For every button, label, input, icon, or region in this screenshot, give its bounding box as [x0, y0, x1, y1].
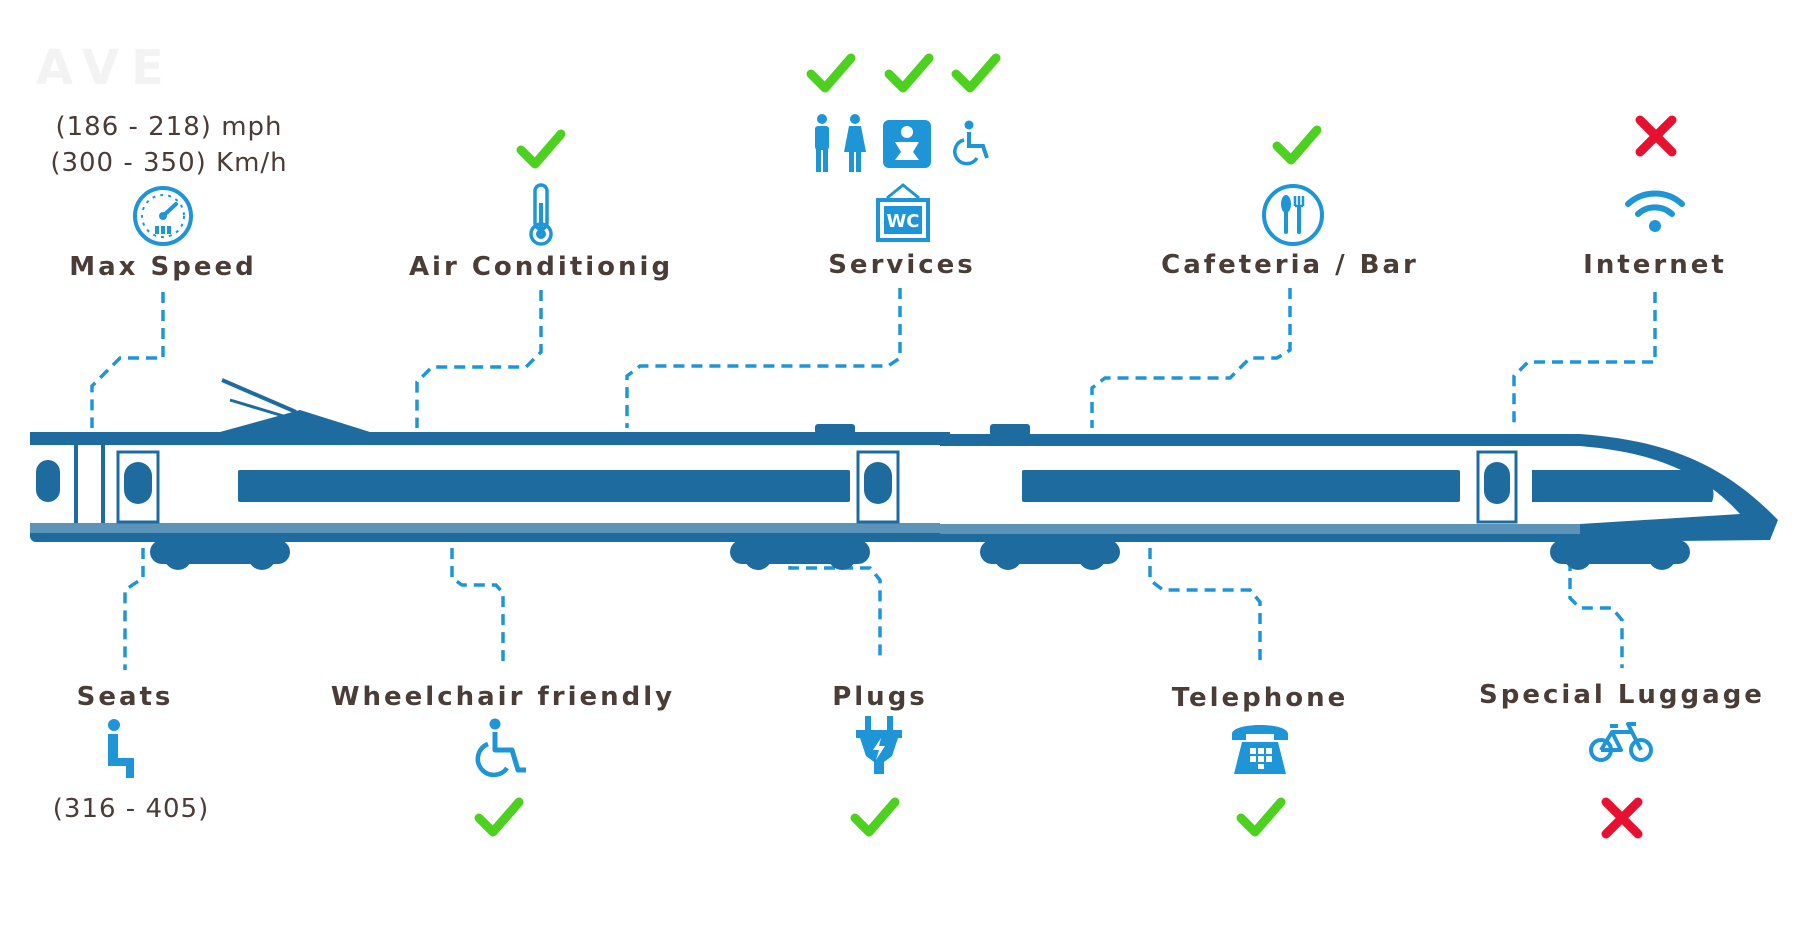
leader-cafeteria — [1090, 288, 1292, 428]
leader-seats — [123, 548, 145, 670]
services-label: Services — [828, 250, 976, 280]
cross-icon-luggage — [1601, 797, 1643, 839]
telephone-label: Telephone — [1171, 683, 1349, 713]
bicycle-icon — [1589, 722, 1653, 762]
cutlery-icon — [1262, 184, 1324, 246]
wc-sign-icon: WC — [876, 183, 930, 242]
special-luggage-label: Special Luggage — [1479, 680, 1765, 710]
internet-label: Internet — [1583, 250, 1727, 280]
train-body — [30, 378, 1778, 570]
leader-wheelchair — [450, 548, 505, 668]
leader-telephone — [1148, 548, 1262, 667]
svg-text:WC: WC — [886, 211, 919, 232]
seat-icon — [108, 719, 134, 778]
check-icon-telephone — [1236, 797, 1286, 837]
air-conditioning-label: Air Conditionig — [408, 252, 674, 282]
leader-max-speed — [90, 292, 165, 428]
wifi-icon — [1625, 190, 1685, 232]
leader-internet — [1512, 292, 1657, 428]
baby-changing-icon — [883, 120, 931, 168]
check-icon-baby — [884, 53, 934, 93]
check-icon-air — [516, 129, 566, 169]
seats-value: (316 - 405) — [52, 794, 210, 824]
wheelchair-icon — [475, 718, 526, 778]
leader-plugs — [788, 548, 882, 662]
check-icon-plugs — [850, 797, 900, 837]
restroom-icon — [815, 114, 866, 172]
check-icon-cafeteria — [1272, 125, 1322, 165]
max-speed-mph: (186 - 218) mph — [55, 112, 283, 142]
wheelchair-label: Wheelchair friendly — [330, 682, 676, 712]
speedometer-icon — [133, 186, 193, 246]
cafeteria-label: Cafeteria / Bar — [1161, 250, 1419, 280]
thermometer-icon — [529, 183, 553, 246]
seats-label: Seats — [76, 682, 174, 712]
check-icon-accessible — [951, 53, 1001, 93]
plug-icon — [856, 716, 902, 774]
cross-icon-internet — [1635, 115, 1677, 157]
check-icon-wheelchair — [474, 797, 524, 837]
telephone-icon — [1232, 725, 1288, 774]
check-icon-restroom — [806, 53, 856, 93]
plugs-label: Plugs — [832, 682, 928, 712]
leader-air — [415, 290, 543, 428]
brand-title: AVE — [36, 40, 176, 96]
accessible-toilet-icon — [953, 120, 989, 166]
max-speed-kmh: (300 - 350) Km/h — [50, 148, 288, 178]
leader-services — [625, 288, 902, 428]
max-speed-label: Max Speed — [69, 252, 257, 282]
